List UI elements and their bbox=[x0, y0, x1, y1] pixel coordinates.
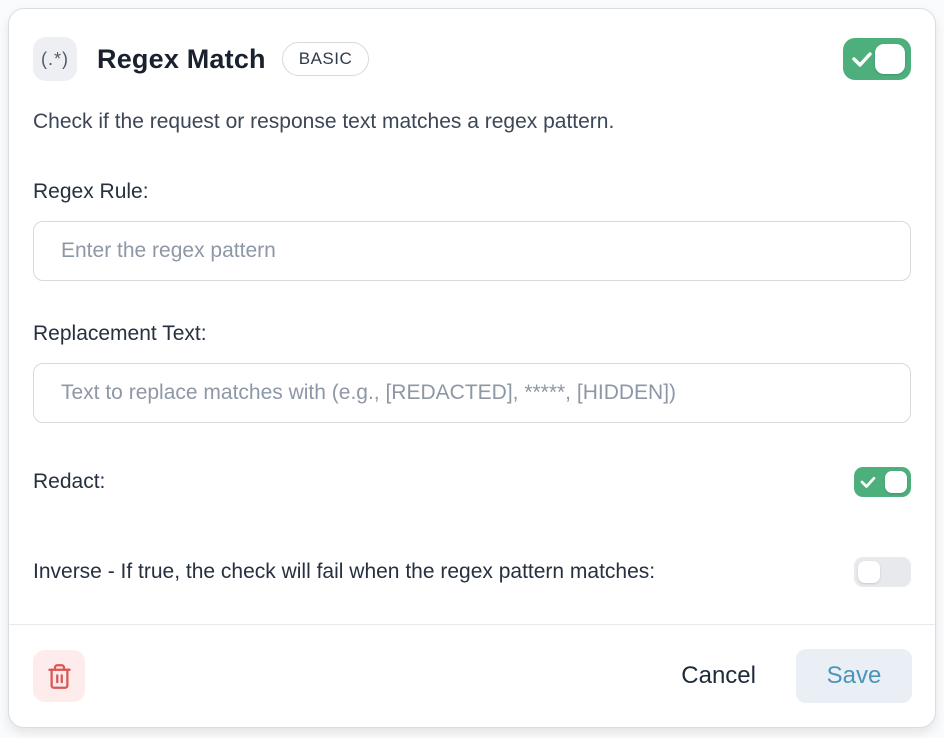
replacement-text-input[interactable] bbox=[33, 363, 911, 423]
basic-badge: BASIC bbox=[281, 42, 370, 76]
regex-rule-label: Regex Rule: bbox=[33, 180, 149, 203]
save-button[interactable]: Save bbox=[796, 649, 912, 703]
regex-icon: (.*) bbox=[33, 37, 77, 81]
page-title: Regex Match bbox=[97, 43, 266, 74]
enabled-toggle[interactable] bbox=[843, 38, 911, 80]
inverse-row: Inverse - If true, the check will fail w… bbox=[33, 557, 911, 587]
checkmark-icon bbox=[852, 52, 872, 67]
checkmark-icon bbox=[860, 476, 876, 488]
modal-header: (.*) Regex Match BASIC bbox=[33, 37, 911, 81]
redact-label: Redact: bbox=[33, 470, 106, 493]
inverse-label: Inverse - If true, the check will fail w… bbox=[33, 560, 656, 583]
regex-match-modal: (.*) Regex Match BASIC Check if the requ… bbox=[8, 8, 936, 728]
check-description: Check if the request or response text ma… bbox=[33, 110, 615, 133]
replacement-text-label: Replacement Text: bbox=[33, 322, 207, 345]
toggle-knob bbox=[858, 561, 880, 583]
modal-body: (.*) Regex Match BASIC Check if the requ… bbox=[9, 9, 935, 624]
modal-footer: Cancel Save bbox=[9, 624, 935, 727]
cancel-button[interactable]: Cancel bbox=[681, 662, 756, 689]
toggle-knob bbox=[885, 471, 907, 493]
redact-row: Redact: bbox=[33, 467, 911, 497]
trash-icon bbox=[47, 663, 71, 689]
redact-toggle[interactable] bbox=[854, 467, 911, 497]
toggle-knob bbox=[875, 44, 905, 74]
regex-icon-glyph: (.*) bbox=[41, 48, 69, 69]
delete-button[interactable] bbox=[33, 650, 85, 702]
inverse-toggle[interactable] bbox=[854, 557, 911, 587]
footer-actions: Cancel Save bbox=[681, 649, 912, 703]
regex-rule-input[interactable] bbox=[33, 221, 911, 281]
